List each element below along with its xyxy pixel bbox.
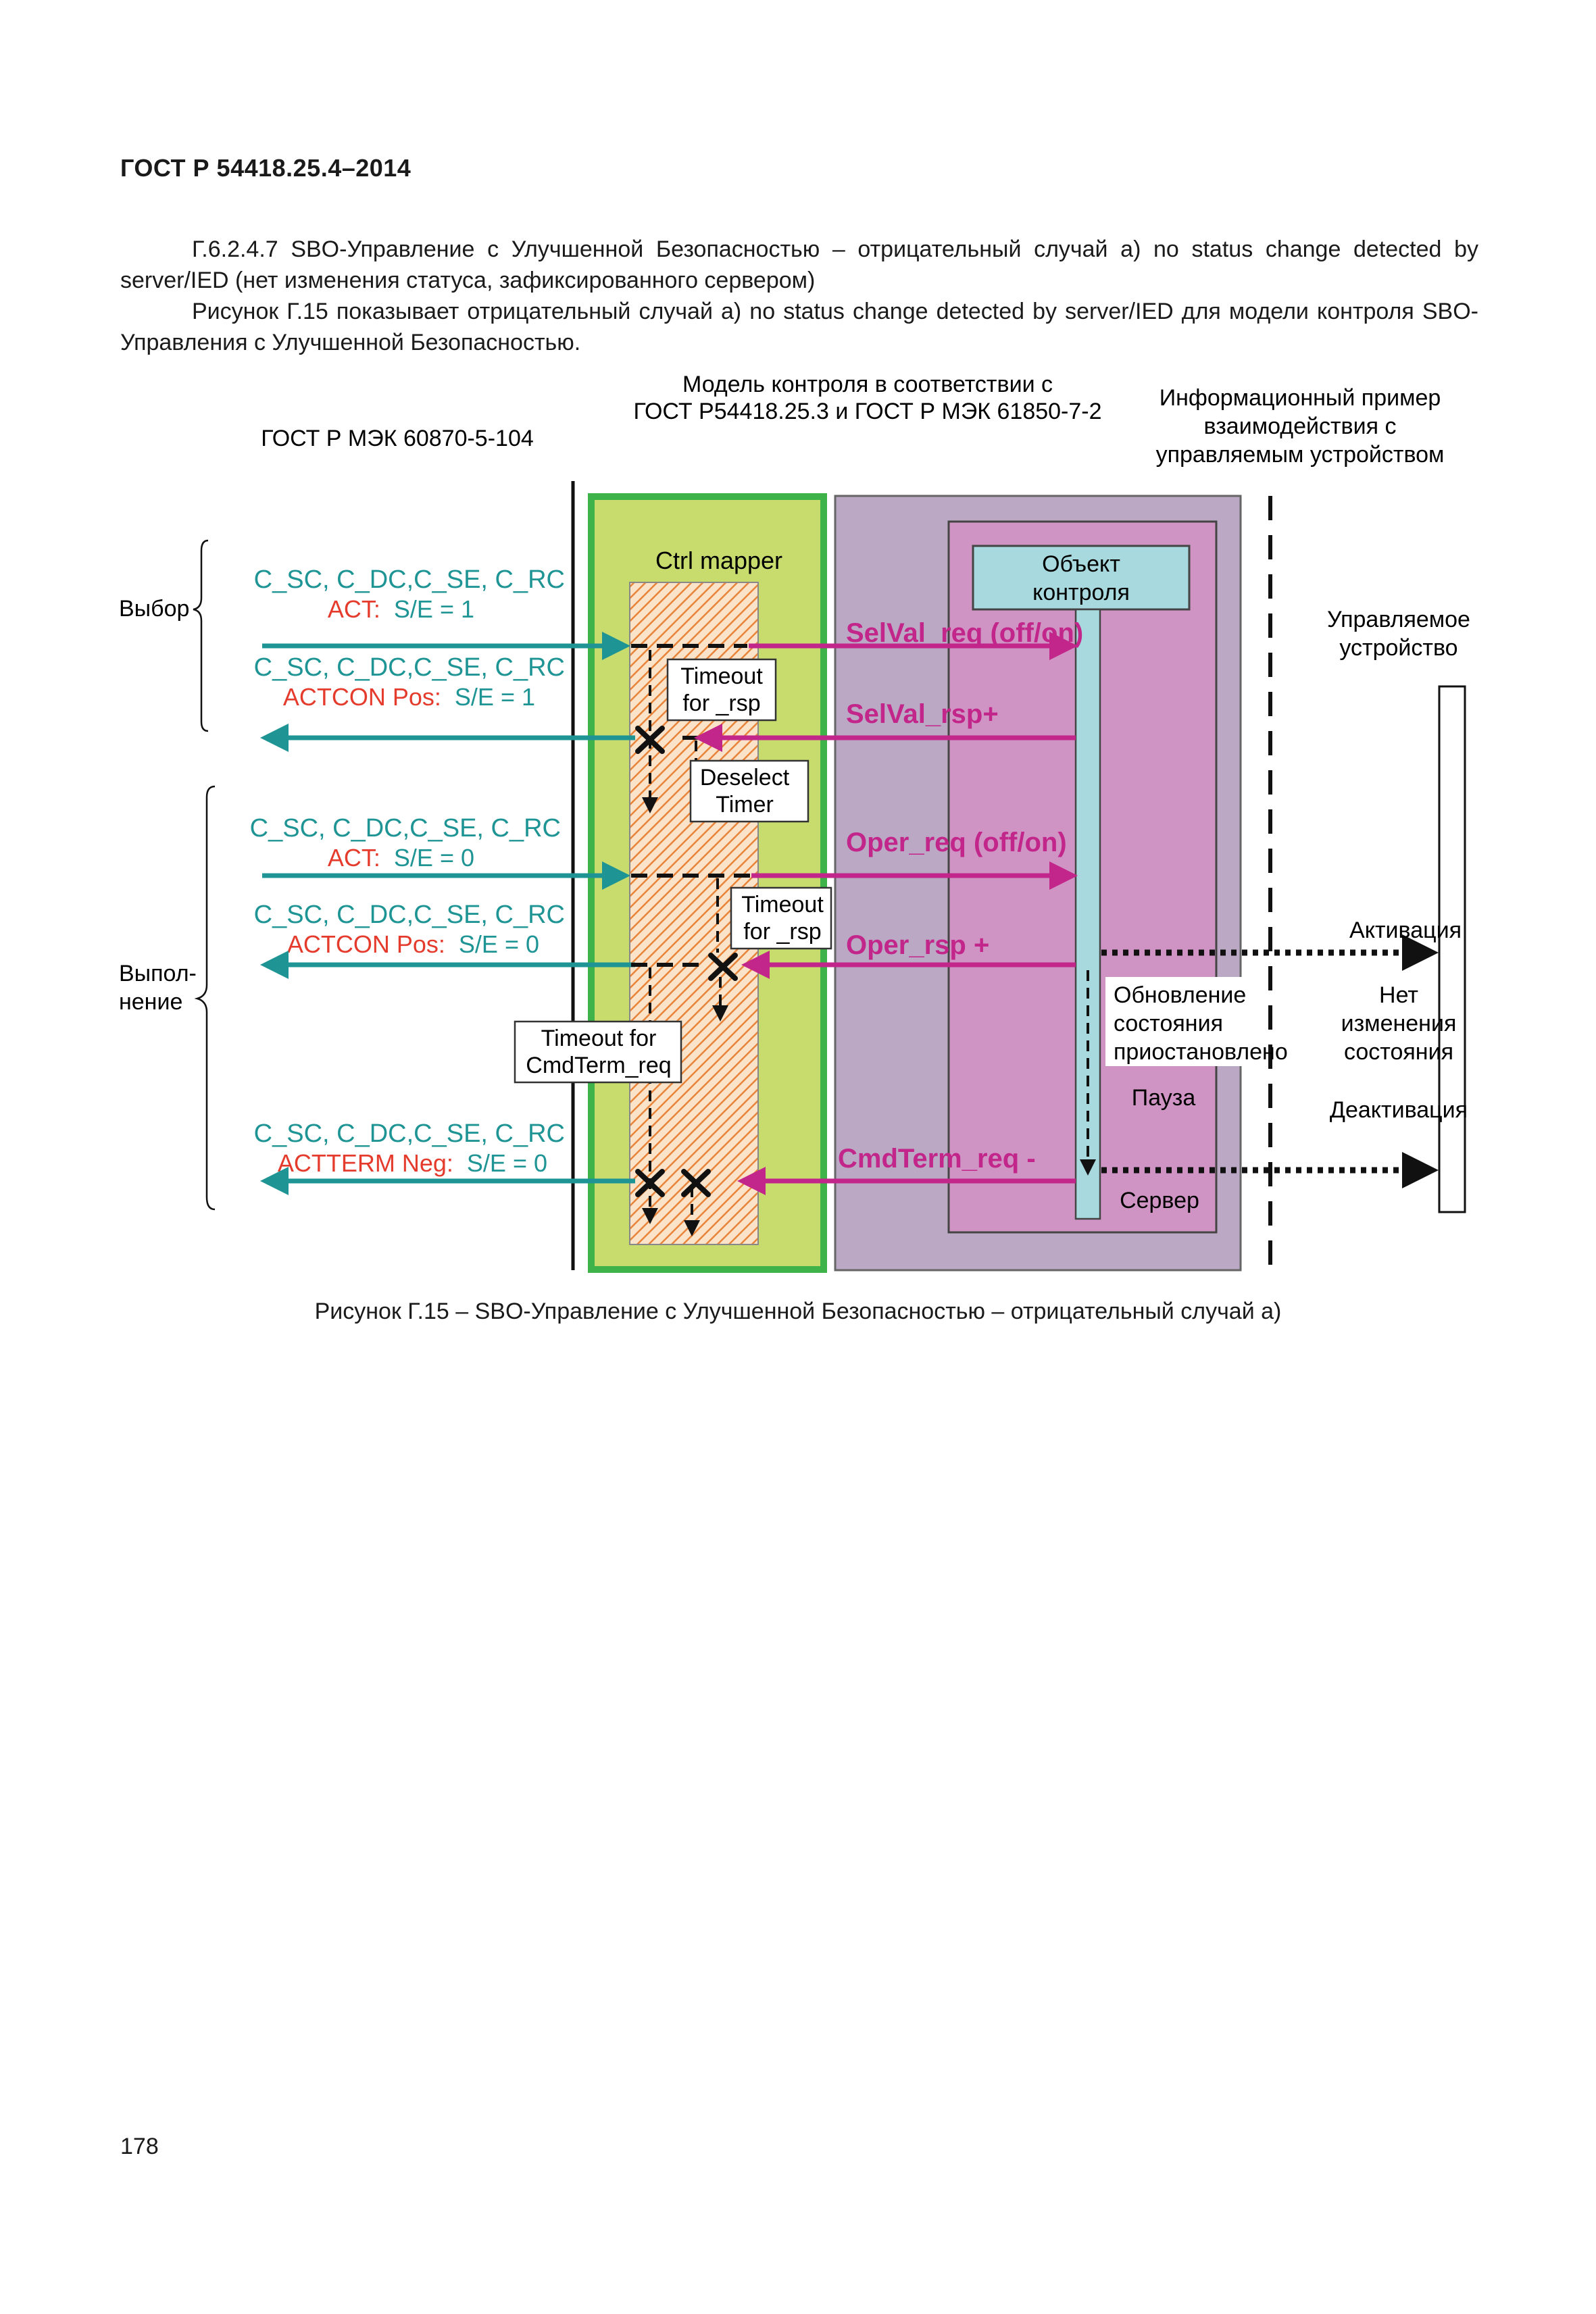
msg2-type: C_SC, C_DC,C_SE, C_RC <box>254 653 565 682</box>
control-object-line1: Объект <box>1042 551 1120 577</box>
title-right-line3: управляемым устройством <box>1156 442 1445 468</box>
status-line3: приостановлено <box>1114 1039 1288 1065</box>
msg1-status: ACT: S/E = 1 <box>328 595 474 623</box>
msg4-status: ACTCON Pos: S/E = 0 <box>287 930 539 958</box>
timeout-1-line2: for _rsp <box>682 690 760 716</box>
ctrl-mapper-title: Ctrl mapper <box>655 547 782 574</box>
brace-execute <box>194 785 216 1211</box>
timeout-3-line2: CmdTerm_req <box>526 1053 671 1078</box>
msg2-status: ACTCON Pos: S/E = 1 <box>283 683 535 711</box>
label-oper-req: Oper_req (off/on) <box>846 828 1067 857</box>
deselect-line2: Timer <box>716 792 774 818</box>
standard-id: ГОСТ Р 54418.25.4–2014 <box>120 154 412 182</box>
msg2-cot: ACTCON Pos: <box>283 683 441 711</box>
msg3-se: S/E = 0 <box>394 844 474 872</box>
title-left: ГОСТ Р МЭК 60870-5-104 <box>261 426 534 451</box>
label-oper-rsp: Oper_rsp + <box>846 930 989 960</box>
server-label: Сервер <box>1120 1188 1199 1213</box>
timeout-box-3 <box>514 1020 682 1084</box>
msg1-se: S/E = 1 <box>394 595 474 623</box>
device-label-line1: Управляемое <box>1327 607 1470 632</box>
msg2-se: S/E = 1 <box>455 683 535 711</box>
no-change-line2: изменения <box>1341 1011 1457 1036</box>
paragraph-clause: Г.6.2.4.7 SBO-Управление с Улучшенной Бе… <box>120 236 1478 293</box>
control-object-lifeline <box>1074 608 1101 1220</box>
cross-mark-1 <box>635 726 665 754</box>
timeout-3-line1: Timeout for <box>541 1026 657 1051</box>
brace-select <box>193 539 209 732</box>
label-selval-req: SelVal_req (off/on) <box>846 618 1083 648</box>
msg1-type: C_SC, C_DC,C_SE, C_RC <box>254 565 565 594</box>
msg3-type: C_SC, C_DC,C_SE, C_RC <box>250 814 561 842</box>
activation-label: Активация <box>1349 917 1462 943</box>
cross-mark-3 <box>635 1169 665 1197</box>
title-right-line1: Информационный пример <box>1159 385 1441 411</box>
timeout-1-line1: Timeout <box>680 663 763 689</box>
msg5-status: ACTTERM Neg: S/E = 0 <box>278 1149 547 1177</box>
no-change-line3: состояния <box>1344 1039 1453 1065</box>
phase-execute-line2: нение <box>119 989 182 1015</box>
paragraph-description: Рисунок Г.15 показывает отрицательный сл… <box>120 299 1478 355</box>
control-object-line2: контроля <box>1032 580 1130 605</box>
label-cmdterm-req: CmdTerm_req - <box>838 1144 1036 1174</box>
device-label-line2: устройство <box>1339 635 1457 661</box>
status-suspended-box <box>1105 977 1260 1066</box>
msg4-se: S/E = 0 <box>459 930 539 958</box>
phase-select: Выбор <box>119 596 189 622</box>
sequence-diagram: ГОСТ Р МЭК 60870-5-104 Модель контроля в… <box>119 372 1470 1273</box>
msg1-cot: ACT: <box>328 595 380 623</box>
status-line1: Обновление <box>1114 982 1246 1008</box>
figure-caption: Рисунок Г.15 – SBO-Управление с Улучшенн… <box>314 1299 1282 1324</box>
timeout-2-line1: Timeout <box>741 892 824 917</box>
pause-label: Пауза <box>1132 1085 1196 1111</box>
device-lifeline <box>1438 685 1466 1213</box>
cross-mark-4 <box>681 1169 711 1197</box>
timeout-2-line2: for _rsp <box>743 919 821 945</box>
no-change-line1: Нет <box>1379 982 1418 1008</box>
msg4-cot: ACTCON Pos: <box>287 930 445 958</box>
deactivation-label: Деактивация <box>1330 1097 1468 1123</box>
deselect-line1: Deselect <box>700 765 790 790</box>
msg3-cot: ACT: <box>328 844 380 872</box>
msg5-se: S/E = 0 <box>467 1149 547 1177</box>
label-selval-rsp: SelVal_rsp+ <box>846 699 999 729</box>
msg5-type: C_SC, C_DC,C_SE, C_RC <box>254 1120 565 1148</box>
title-center-line2: ГОСТ Р54418.25.3 и ГОСТ Р МЭК 61850-7-2 <box>633 399 1101 424</box>
title-right-line2: взаимодействия с <box>1204 413 1397 439</box>
phase-execute-line1: Выпол- <box>119 961 197 986</box>
page-number: 178 <box>120 2134 159 2159</box>
msg5-cot: ACTTERM Neg: <box>278 1149 453 1177</box>
status-line2: состояния <box>1114 1011 1223 1036</box>
deselect-timer-box <box>689 759 809 823</box>
msg3-status: ACT: S/E = 0 <box>328 844 474 872</box>
title-center-line1: Модель контроля в соответствии с <box>682 372 1053 397</box>
cross-mark-2 <box>708 953 738 981</box>
control-object-box <box>972 545 1191 611</box>
timeout-box-2 <box>730 886 832 950</box>
timeout-box-1 <box>666 658 777 722</box>
msg4-type: C_SC, C_DC,C_SE, C_RC <box>254 901 565 929</box>
